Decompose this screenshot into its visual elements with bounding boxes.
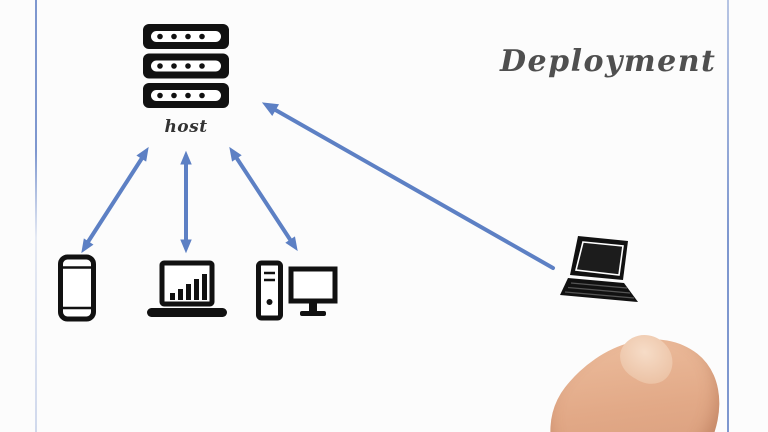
desktop-computer-icon: [256, 260, 338, 321]
arrow-host-laptop: [180, 150, 192, 254]
server-icon: [143, 24, 229, 108]
deployment-title: Deployment: [500, 44, 717, 79]
frame-line-right: [727, 0, 729, 432]
smartphone-icon: [58, 254, 96, 322]
frame-line-left: [35, 0, 37, 432]
arrow-host-phone: [81, 146, 149, 254]
laptop-chart-icon: [147, 260, 227, 317]
laptop-icon: [560, 236, 638, 302]
host-label: host: [164, 117, 208, 137]
arrow-laptop-host: [261, 102, 555, 270]
arrow-host-desktop: [229, 146, 298, 252]
